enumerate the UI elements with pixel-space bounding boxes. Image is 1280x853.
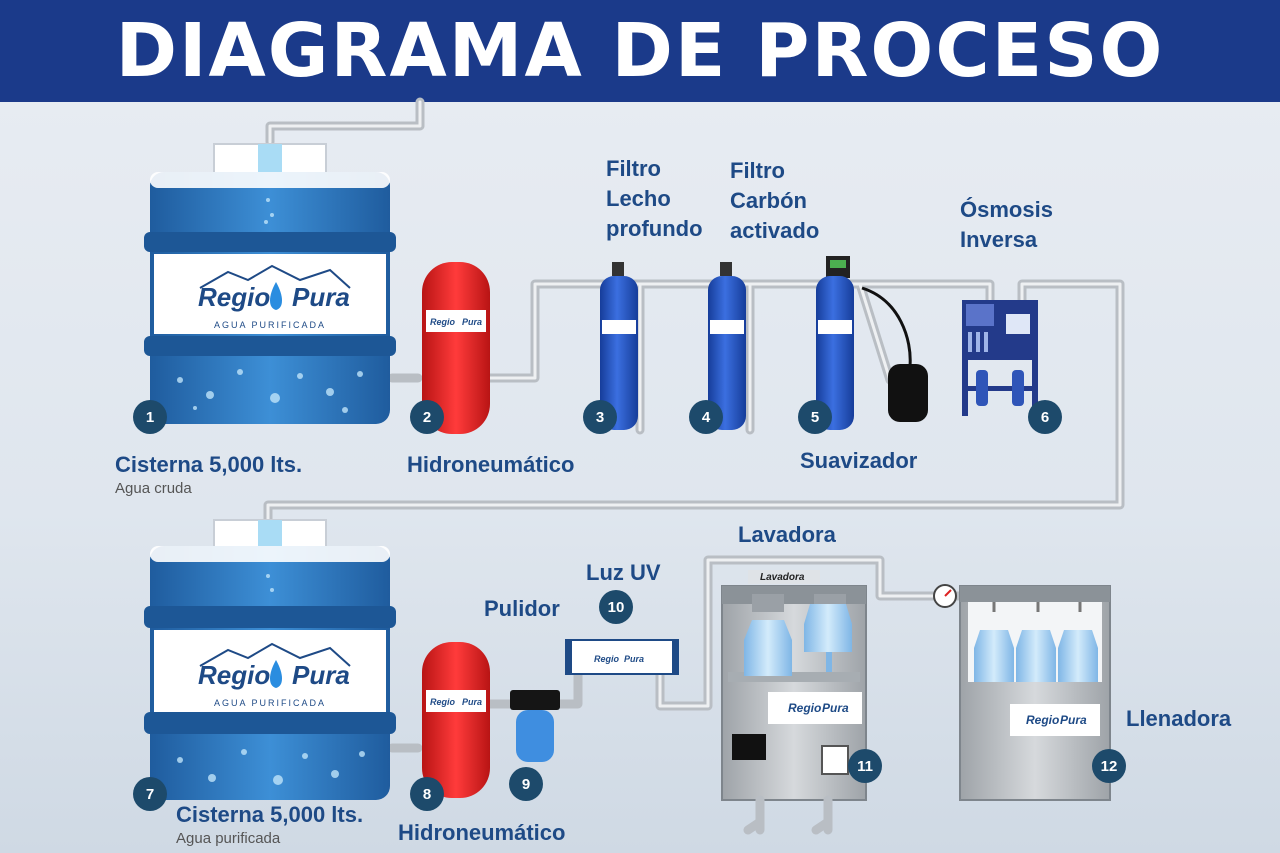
step-badge-2: 2	[410, 400, 444, 434]
page-title: DIAGRAMA DE PROCESO	[115, 8, 1165, 94]
reverse-osmosis-unit	[962, 300, 1038, 416]
filter-column-3	[600, 262, 638, 430]
logo-small-washerb: Pura	[822, 701, 849, 715]
step-badge-5: 5	[798, 400, 832, 434]
logo-small-washer: Regio	[788, 701, 821, 715]
label-step-8: Hidroneumático	[398, 820, 566, 845]
logo-small-fillerb: Pura	[1060, 713, 1087, 727]
label-step-5: Suavizador	[800, 448, 918, 473]
polisher-filter	[510, 690, 560, 762]
step-badge-10: 10	[599, 590, 633, 624]
logo-brand-right: Pura	[292, 282, 350, 312]
cistern-purified-water	[144, 519, 396, 800]
step-badge-3: 3	[583, 400, 617, 434]
softener-column-5	[816, 256, 928, 430]
label-step-12: Llenadora	[1126, 706, 1232, 731]
step-badge-12: 12	[1092, 749, 1126, 783]
logo-tank-1: Regio Pura AGUA PURIFICADA	[198, 264, 351, 330]
label-step-2: Hidroneumático	[407, 452, 575, 477]
uv-lamp	[565, 639, 679, 675]
label-step-3: Filtro Lecho profundo	[606, 156, 703, 241]
step-badge-7: 7	[133, 777, 167, 811]
logo-tank-7: Regio Pura AGUA PURIFICADA	[198, 642, 351, 708]
pressure-tank-2	[422, 262, 490, 434]
water-drop-icon	[270, 660, 282, 688]
logo-small-2b: Pura	[462, 317, 482, 327]
header-banner: DIAGRAMA DE PROCESO	[0, 0, 1280, 102]
label-step-11: Lavadora	[738, 522, 836, 547]
cistern-raw-water	[144, 143, 396, 424]
filter-column-4	[708, 262, 746, 430]
sublabel-step-7: Agua purificada	[176, 830, 281, 847]
logo-small-8b: Pura	[462, 697, 482, 707]
pressure-tank-8	[422, 642, 490, 798]
logo-brand-right: Pura	[292, 660, 350, 690]
filler-machine	[959, 585, 1111, 801]
sublabel-step-1: Agua cruda	[115, 480, 192, 497]
logo-small-uv: Regio	[594, 654, 620, 664]
label-step-10: Luz UV	[586, 560, 661, 585]
washer-plate-label: Lavadora	[760, 572, 805, 583]
water-drop-icon	[270, 282, 282, 310]
washer-machine	[721, 570, 867, 835]
logo-small-2: Regio	[430, 317, 456, 327]
label-step-6: Ósmosis Inversa	[960, 197, 1053, 252]
logo-tagline: AGUA PURIFICADA	[214, 320, 326, 330]
step-badge-6: 6	[1028, 400, 1062, 434]
step-badge-8: 8	[410, 777, 444, 811]
step-badge-1: 1	[133, 400, 167, 434]
logo-brand-left: Regio	[198, 660, 270, 690]
step-badge-11: 11	[848, 749, 882, 783]
label-step-4: Filtro Carbón activado	[730, 158, 820, 243]
label-step-9: Pulidor	[484, 596, 560, 621]
logo-tagline: AGUA PURIFICADA	[214, 698, 326, 708]
step-badge-9: 9	[509, 767, 543, 801]
label-step-7: Cisterna 5,000 lts.	[176, 802, 364, 827]
logo-small-filler: Regio	[1026, 713, 1059, 727]
pressure-gauge	[933, 584, 957, 608]
label-step-1: Cisterna 5,000 lts.	[115, 452, 303, 477]
logo-small-8: Regio	[430, 697, 456, 707]
logo-brand-left: Regio	[198, 282, 270, 312]
step-badge-4: 4	[689, 400, 723, 434]
logo-small-uvb: Pura	[624, 654, 644, 664]
